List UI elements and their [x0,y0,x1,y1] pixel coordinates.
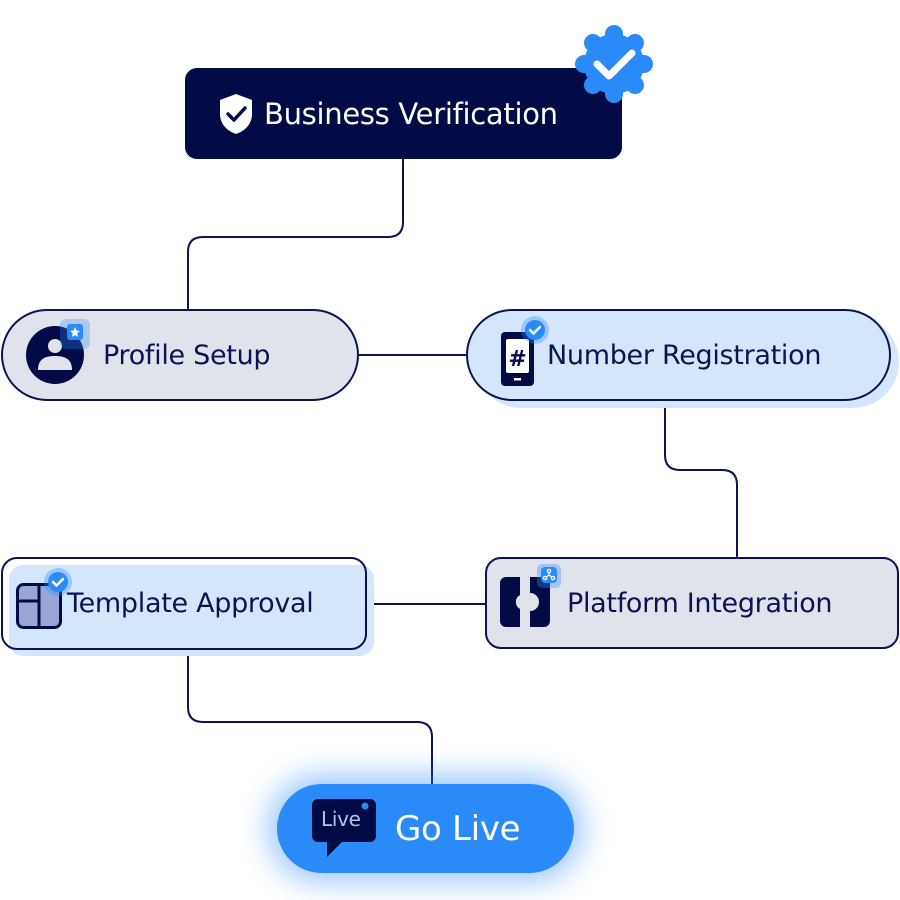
integration-icon [500,577,550,627]
connector-number-platform [664,400,738,558]
platform-integration-node[interactable]: Platform Integration [485,557,899,649]
star-badge-icon [60,319,90,349]
connector-template-golive [187,650,433,784]
shield-check-icon [220,94,252,134]
verified-badge-icon [575,25,653,103]
number-registration-label: Number Registration [547,339,822,371]
user-avatar-icon [26,326,84,384]
template-approval-label: Template Approval [67,588,314,619]
live-icon-text: Live [321,807,361,831]
number-registration-node[interactable]: # Number Registration [466,309,891,401]
go-live-label: Go Live [395,808,521,849]
phone-hash-icon: # [501,332,534,386]
template-layout-icon [16,583,62,629]
profile-setup-node[interactable]: Profile Setup [1,309,359,401]
template-approval-node[interactable]: Template Approval [1,557,367,650]
check-badge-icon [44,568,72,596]
business-verification-label: Business Verification [264,96,558,131]
go-live-button[interactable]: Live Go Live [277,784,574,873]
business-verification-node[interactable]: Business Verification [185,68,622,159]
platform-integration-label: Platform Integration [567,587,833,619]
template-approval-shadow [9,565,374,656]
profile-setup-label: Profile Setup [103,339,271,371]
connector-verification-profile [187,158,404,310]
svg-text:#: # [508,347,526,372]
check-badge-icon [521,316,549,344]
live-chat-bubble-icon [312,799,376,857]
network-badge-icon [537,564,561,588]
